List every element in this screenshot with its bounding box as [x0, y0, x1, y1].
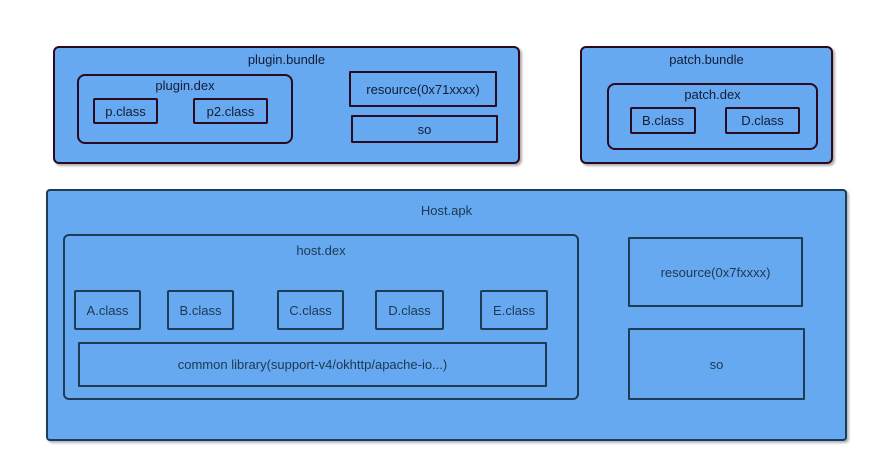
- common-library-label: common library(support-v4/okhttp/apache-…: [177, 357, 448, 372]
- class-label: p2.class: [206, 103, 255, 119]
- class-box-a: A.class: [74, 290, 141, 330]
- class-label: C.class: [289, 302, 332, 318]
- plugin-bundle-box: plugin.bundle plugin.dex p.class p2.clas…: [53, 46, 520, 164]
- class-label: B.class: [179, 302, 222, 318]
- plugin-so-box: so: [351, 115, 498, 143]
- plugin-so-label: so: [417, 121, 432, 137]
- host-dex-title: host.dex: [296, 243, 346, 258]
- common-library-box: common library(support-v4/okhttp/apache-…: [78, 342, 547, 387]
- host-so-label: so: [709, 356, 724, 372]
- plugin-dex-box: plugin.dex p.class p2.class: [77, 74, 293, 144]
- plugin-bundle-title: plugin.bundle: [247, 52, 326, 67]
- host-so-box: so: [628, 328, 805, 400]
- plugin-dex-title: plugin.dex: [155, 78, 215, 93]
- host-apk-title: Host.apk: [420, 203, 473, 218]
- patch-dex-box: patch.dex B.class D.class: [607, 83, 818, 150]
- class-box-d-patch: D.class: [725, 107, 800, 134]
- patch-bundle-title: patch.bundle: [669, 52, 744, 67]
- host-apk-box: Host.apk host.dex A.class B.class C.clas…: [46, 189, 847, 441]
- class-box-e: E.class: [480, 290, 548, 330]
- class-label: E.class: [493, 302, 535, 318]
- class-label: A.class: [86, 302, 129, 318]
- plugin-resource-label: resource(0x71xxxx): [366, 81, 480, 97]
- class-box-b-patch: B.class: [630, 107, 696, 134]
- plugin-resource-box: resource(0x71xxxx): [349, 71, 497, 107]
- class-box-d: D.class: [375, 290, 444, 330]
- class-label: D.class: [741, 113, 784, 128]
- patch-dex-title: patch.dex: [684, 87, 741, 102]
- host-dex-box: host.dex A.class B.class C.class D.class…: [63, 234, 579, 400]
- class-box-b: B.class: [167, 290, 234, 330]
- class-box-p: p.class: [93, 98, 158, 124]
- class-box-c: C.class: [277, 290, 344, 330]
- class-label: p.class: [105, 103, 146, 119]
- class-label: B.class: [642, 113, 684, 128]
- host-resource-label: resource(0x7fxxxx): [660, 264, 771, 280]
- class-label: D.class: [388, 302, 431, 318]
- host-resource-box: resource(0x7fxxxx): [628, 237, 803, 307]
- class-box-p2: p2.class: [193, 98, 268, 124]
- patch-bundle-box: patch.bundle patch.dex B.class D.class: [580, 46, 833, 164]
